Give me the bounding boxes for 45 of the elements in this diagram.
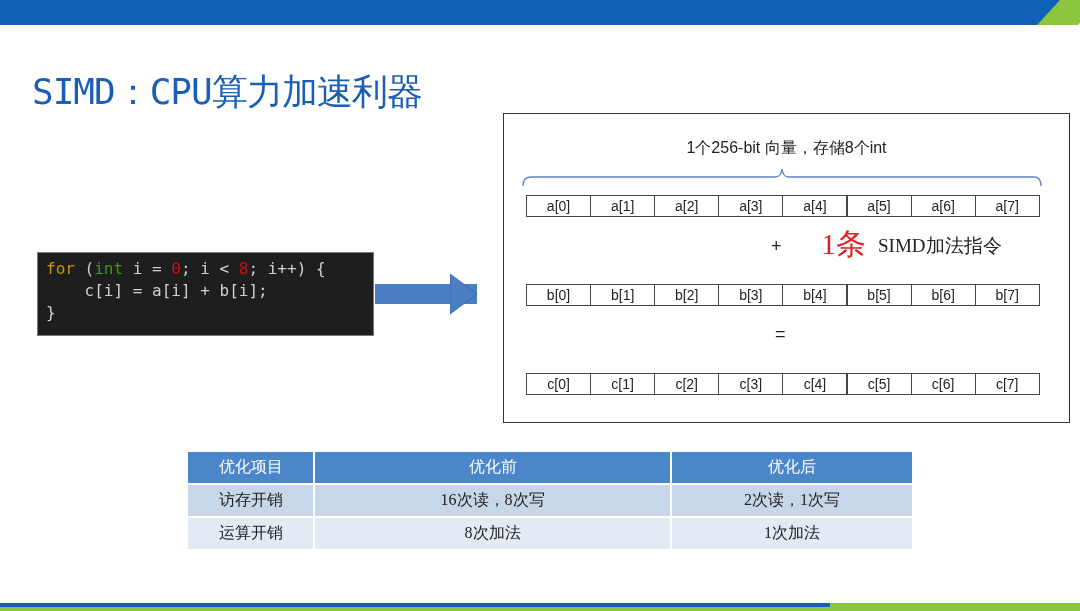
code-block	[37, 252, 374, 336]
vector-cell: c[5]	[846, 373, 912, 395]
vector-cell: c[4]	[782, 373, 848, 395]
table-header-cell: 优化项目	[187, 451, 314, 484]
table-cell: 2次读，1次写	[671, 484, 913, 517]
vector-cell: a[5]	[846, 195, 912, 217]
instruction-text: SIMD加法指令	[878, 234, 1002, 258]
vector-cell: a[2]	[654, 195, 720, 217]
vector-cell: b[4]	[782, 284, 848, 306]
instruction-count: 1条	[821, 226, 866, 262]
table-cell: 8次加法	[314, 517, 671, 550]
vector-cell: a[0]	[526, 195, 592, 217]
vector-cell: c[0]	[526, 373, 592, 395]
vector-cell: a[6]	[910, 195, 976, 217]
code-line: for (int i = 0; i < 8; i++) {	[46, 258, 326, 280]
table-cell: 16次读，8次写	[314, 484, 671, 517]
table-header-cell: 优化前	[314, 451, 671, 484]
vector-cell: b[3]	[718, 284, 784, 306]
vector-cell: a[1]	[590, 195, 656, 217]
code-line: c[i] = a[i] + b[i];	[83, 280, 268, 302]
plus-sign: +	[771, 236, 782, 256]
vector-cell: b[5]	[846, 284, 912, 306]
vector-cell: a[3]	[718, 195, 784, 217]
vector-cell: a[4]	[782, 195, 848, 217]
table-header-cell: 优化后	[671, 451, 913, 484]
vector-cell: b[2]	[654, 284, 720, 306]
vector-cell: a[7]	[974, 195, 1040, 217]
vector-cell: c[2]	[654, 373, 720, 395]
table-cell: 1次加法	[671, 517, 913, 550]
vector-cell: b[0]	[526, 284, 592, 306]
vector-panel	[503, 113, 1070, 423]
vector-cell: c[3]	[718, 373, 784, 395]
vector-cell: c[7]	[974, 373, 1040, 395]
slide-title: SIMD：CPU算力加速利器	[32, 70, 422, 114]
table-cell: 访存开销	[187, 484, 314, 517]
vector-cell: b[7]	[974, 284, 1040, 306]
vector-cell: b[6]	[910, 284, 976, 306]
vector-cell: c[6]	[910, 373, 976, 395]
vector-cell: c[1]	[590, 373, 656, 395]
code-line: }	[46, 302, 56, 324]
equals-sign: =	[775, 324, 786, 344]
table-cell: 运算开销	[187, 517, 314, 550]
vector-heading: 1个256-bit 向量，存储8个int	[685, 138, 888, 158]
vector-cell: b[1]	[590, 284, 656, 306]
block-arrow	[375, 273, 478, 315]
